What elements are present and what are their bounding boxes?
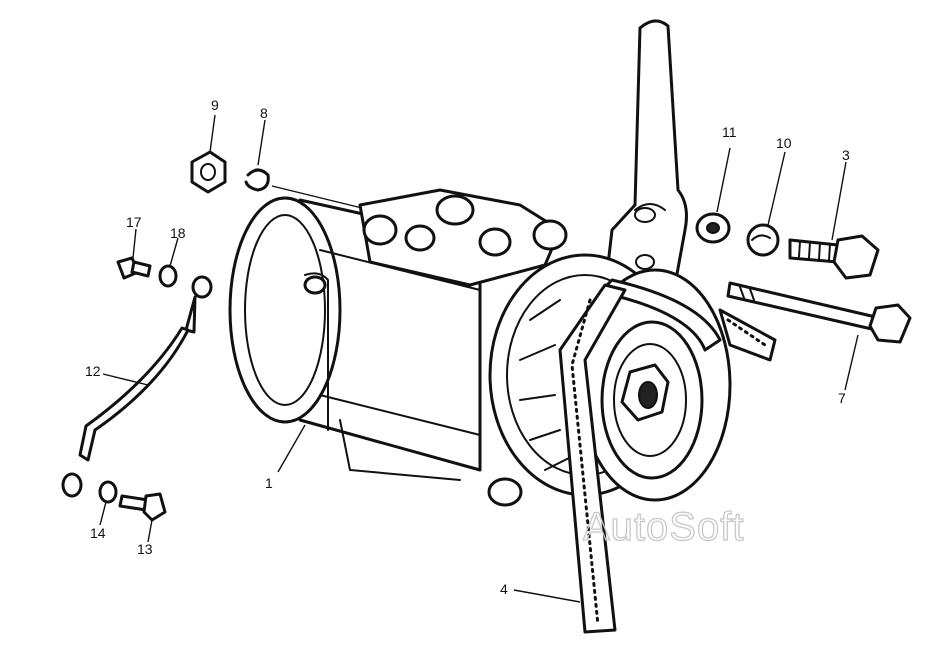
callout-9: 9 xyxy=(211,97,219,113)
callout-1: 1 xyxy=(265,475,273,491)
washer-14 xyxy=(98,480,118,504)
long-bolt xyxy=(726,281,912,344)
drive-belt xyxy=(558,278,777,634)
callout-8: 8 xyxy=(260,105,268,121)
callout-4: 4 xyxy=(500,581,508,597)
callout-17: 17 xyxy=(126,214,142,230)
callout-7: 7 xyxy=(838,390,846,406)
screw-13 xyxy=(118,492,167,522)
valve-block xyxy=(358,188,568,287)
screw-17 xyxy=(116,256,152,280)
callout-12: 12 xyxy=(85,363,101,379)
compressor-body xyxy=(228,196,523,507)
mounting-bracket xyxy=(606,19,688,287)
watermark: AutoSoft xyxy=(583,505,744,549)
callout-11: 11 xyxy=(722,124,737,140)
short-bolt xyxy=(788,234,880,280)
ground-cable xyxy=(61,275,213,498)
callout-3: 3 xyxy=(842,147,850,163)
callout-14: 14 xyxy=(90,525,106,541)
callout-13: 13 xyxy=(137,541,153,557)
nut-9 xyxy=(190,150,227,194)
washer-18 xyxy=(158,264,178,288)
callout-10: 10 xyxy=(776,135,792,151)
washer-11 xyxy=(695,212,731,244)
clip-8 xyxy=(244,168,270,192)
callout-18: 18 xyxy=(170,225,186,241)
lock-washer-10 xyxy=(746,223,780,257)
